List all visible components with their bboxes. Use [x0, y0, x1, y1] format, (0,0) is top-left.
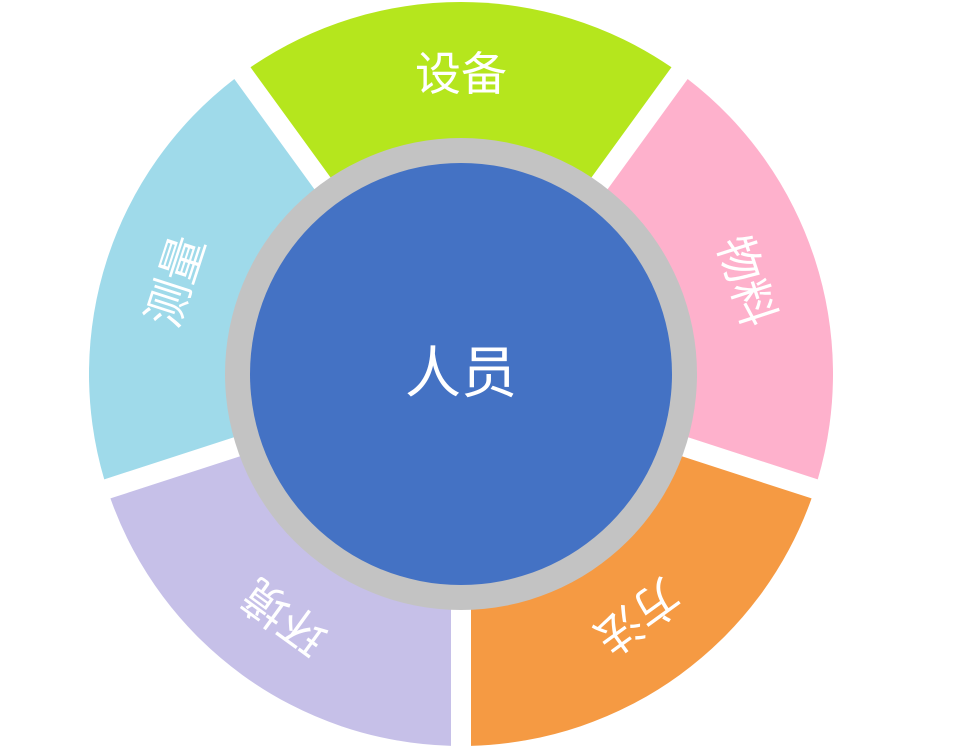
segment-label-top: 设备	[415, 47, 507, 101]
center-circle	[250, 163, 672, 585]
segment-top	[250, 1, 672, 182]
segment-bottom-left	[110, 454, 452, 746]
segment-left	[88, 79, 318, 480]
segment-bottom-right	[470, 454, 812, 746]
outer-segments	[88, 1, 833, 746]
center-label: 人员	[405, 342, 517, 407]
segment-right	[604, 79, 833, 480]
